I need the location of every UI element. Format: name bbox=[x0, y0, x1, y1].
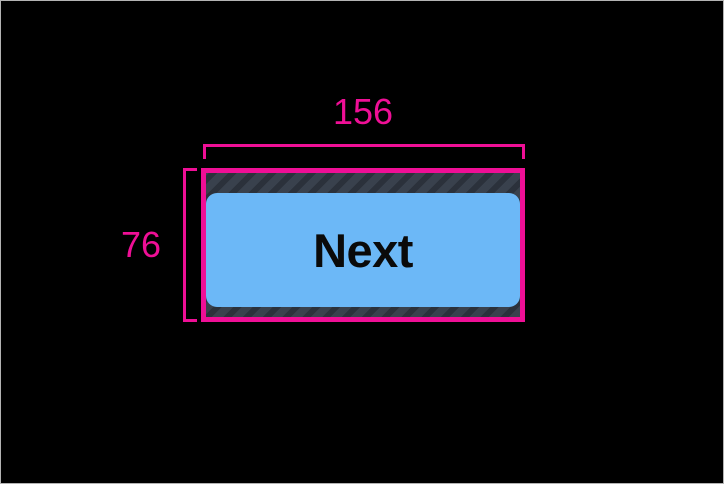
next-button[interactable]: Next bbox=[206, 193, 520, 307]
next-button-label: Next bbox=[313, 223, 413, 277]
width-dimension-label: 156 bbox=[332, 91, 394, 132]
height-dimension-label: 76 bbox=[120, 224, 161, 265]
element-highlight-box[interactable]: Next bbox=[201, 168, 525, 322]
width-measurement-bracket bbox=[203, 144, 525, 159]
height-measurement-bracket bbox=[183, 168, 197, 322]
